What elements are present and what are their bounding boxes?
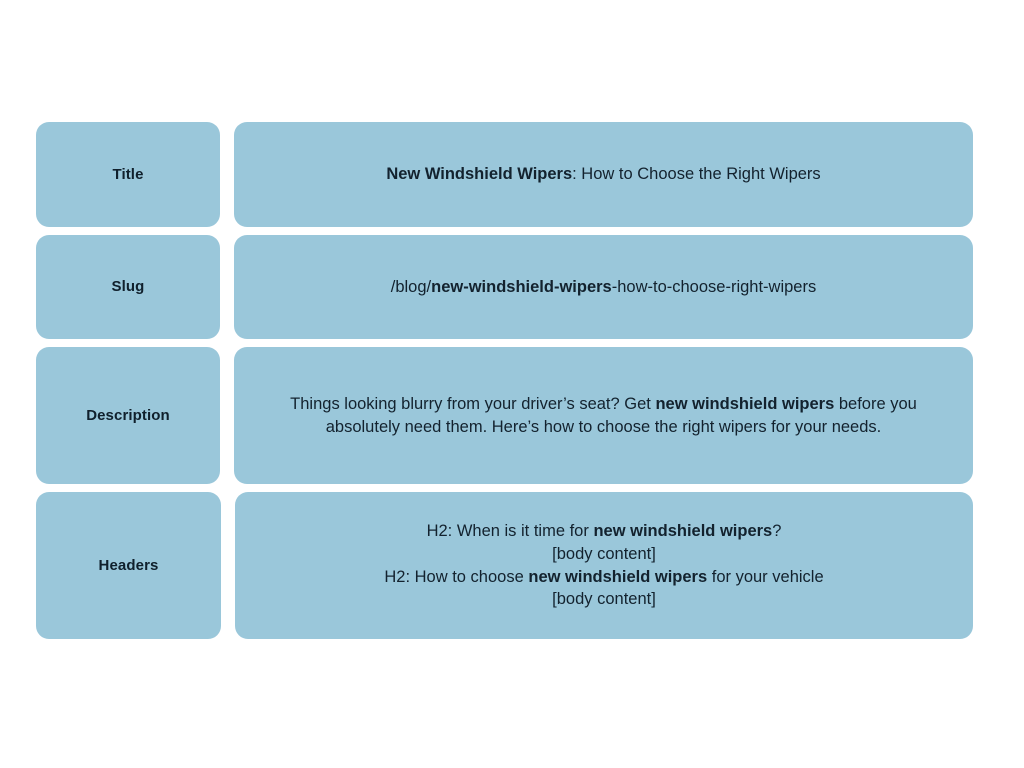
row-label-slug: Slug	[36, 235, 220, 339]
text-segment: -how-to-choose-right-wipers	[611, 277, 817, 296]
keyword-emphasis: new windshield wipers	[655, 394, 835, 413]
keyword-emphasis: new-windshield-wipers	[431, 277, 612, 296]
row-content-description: Things looking blurry from your driver’s…	[234, 347, 973, 484]
row-label-text: Headers	[98, 556, 159, 574]
content-line: [body content]	[284, 588, 924, 611]
content-line: H2: When is it time for new windshield w…	[284, 520, 924, 543]
row-content-headers: H2: When is it time for new windshield w…	[235, 492, 973, 639]
text-segment: H2: When is it time for	[426, 521, 594, 540]
row-content-title: New Windshield Wipers: How to Choose the…	[234, 122, 973, 227]
row-label-text: Title	[112, 165, 144, 183]
table-row: Description Things looking blurry from y…	[36, 347, 973, 484]
row-content-text: Things looking blurry from your driver’s…	[256, 393, 951, 439]
row-label-text: Slug	[111, 278, 145, 295]
text-segment: before you absolutely need them. Here’s …	[325, 394, 917, 436]
content-line: H2: How to choose new windshield wipers …	[284, 566, 924, 589]
row-label-text: Description	[86, 406, 170, 424]
row-label-title: Title	[36, 122, 220, 227]
content-line: Things looking blurry from your driver’s…	[256, 393, 951, 439]
row-content-slug: /blog/new-windshield-wipers-how-to-choos…	[234, 235, 973, 339]
table-row: Slug /blog/new-windshield-wipers-how-to-…	[36, 235, 973, 339]
text-segment: H2: How to choose	[384, 567, 529, 586]
content-line: New Windshield Wipers: How to Choose the…	[256, 163, 951, 186]
keyword-emphasis: new windshield wipers	[528, 567, 708, 586]
row-content-text: New Windshield Wipers: How to Choose the…	[256, 163, 951, 186]
content-line: /blog/new-windshield-wipers-how-to-choos…	[256, 276, 951, 299]
row-label-description: Description	[36, 347, 220, 484]
text-segment: : How to Choose the Right Wipers	[572, 165, 821, 184]
row-content-text: H2: When is it time for new windshield w…	[284, 520, 924, 611]
row-label-headers: Headers	[36, 492, 221, 639]
table-row: Title New Windshield Wipers: How to Choo…	[36, 122, 973, 227]
text-segment: /blog/	[390, 277, 432, 296]
text-segment: for your vehicle	[707, 567, 824, 586]
text-segment: [body content]	[552, 544, 656, 563]
table-row: Headers H2: When is it time for new wind…	[36, 492, 973, 639]
row-content-text: /blog/new-windshield-wipers-how-to-choos…	[256, 276, 951, 299]
keyword-emphasis: new windshield wipers	[593, 521, 773, 540]
content-line: [body content]	[284, 543, 924, 566]
text-segment: Things looking blurry from your driver’s…	[290, 394, 656, 413]
keyword-emphasis: New Windshield Wipers	[386, 165, 573, 184]
text-segment: ?	[772, 521, 782, 540]
content-brief-table: Title New Windshield Wipers: How to Choo…	[36, 122, 973, 647]
text-segment: [body content]	[552, 590, 656, 609]
